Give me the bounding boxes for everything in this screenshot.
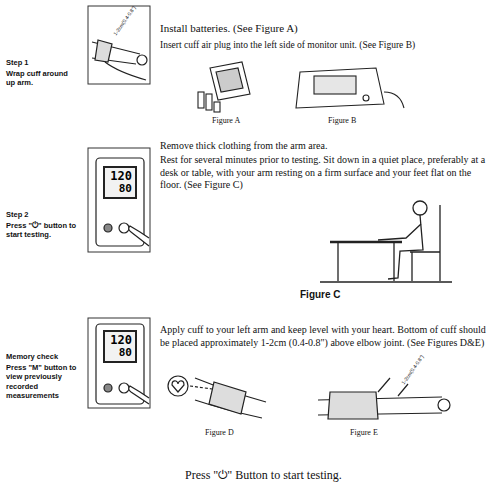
figure-a-batteries bbox=[198, 62, 250, 112]
step-heading: Step 1 bbox=[6, 58, 84, 67]
dimension-label: 1-2cm(0.4-0.8") bbox=[112, 5, 137, 37]
instruction-text: Rest for several minutes prior to testin… bbox=[160, 154, 495, 192]
lcd-screen: 12080 bbox=[103, 166, 137, 199]
figure-e-cuff-position bbox=[318, 378, 450, 419]
step-instruction: Press "M" button to view previously reco… bbox=[6, 363, 86, 401]
dimension-label: 1-2cm(0.4-0.8") bbox=[400, 354, 425, 386]
memory-monitor bbox=[96, 324, 149, 404]
instruction-text: Insert cuff air plug into the left side … bbox=[160, 40, 498, 52]
step-instruction: Wrap cuff around up arm. bbox=[6, 69, 78, 88]
step-frames bbox=[88, 6, 150, 408]
figure-caption: Figure D bbox=[205, 428, 234, 438]
arm-wrap-figure bbox=[92, 40, 147, 80]
instruction-text: Install batteries. (See Figure A) bbox=[160, 22, 495, 36]
figure-caption: Figure B bbox=[328, 116, 356, 126]
footer-instruction: Press "⏻" Button to start testing. bbox=[185, 468, 485, 483]
systolic-reading: 120 bbox=[108, 334, 132, 347]
figure-b-monitor bbox=[296, 68, 404, 108]
figure-caption: Figure E bbox=[350, 428, 378, 438]
step-instruction: Press "⏻" button to start testing. bbox=[6, 221, 84, 240]
figure-caption: Figure A bbox=[212, 116, 240, 126]
instruction-text: Apply cuff to your left arm and keep lev… bbox=[160, 324, 495, 349]
systolic-reading: 120 bbox=[108, 170, 132, 183]
diastolic-reading: 80 bbox=[108, 183, 132, 195]
figure-c-seated-person bbox=[320, 201, 452, 282]
diastolic-reading: 80 bbox=[108, 347, 132, 359]
figure-d-heart-level bbox=[168, 376, 266, 418]
instruction-text: Remove thick clothing from the arm area. bbox=[160, 140, 495, 153]
lcd-screen: 12080 bbox=[103, 330, 137, 363]
step-heading: Step 2 bbox=[6, 210, 84, 219]
step-heading: Memory check bbox=[6, 352, 86, 361]
figure-caption: Figure C bbox=[300, 289, 341, 302]
step2-monitor bbox=[96, 158, 149, 246]
